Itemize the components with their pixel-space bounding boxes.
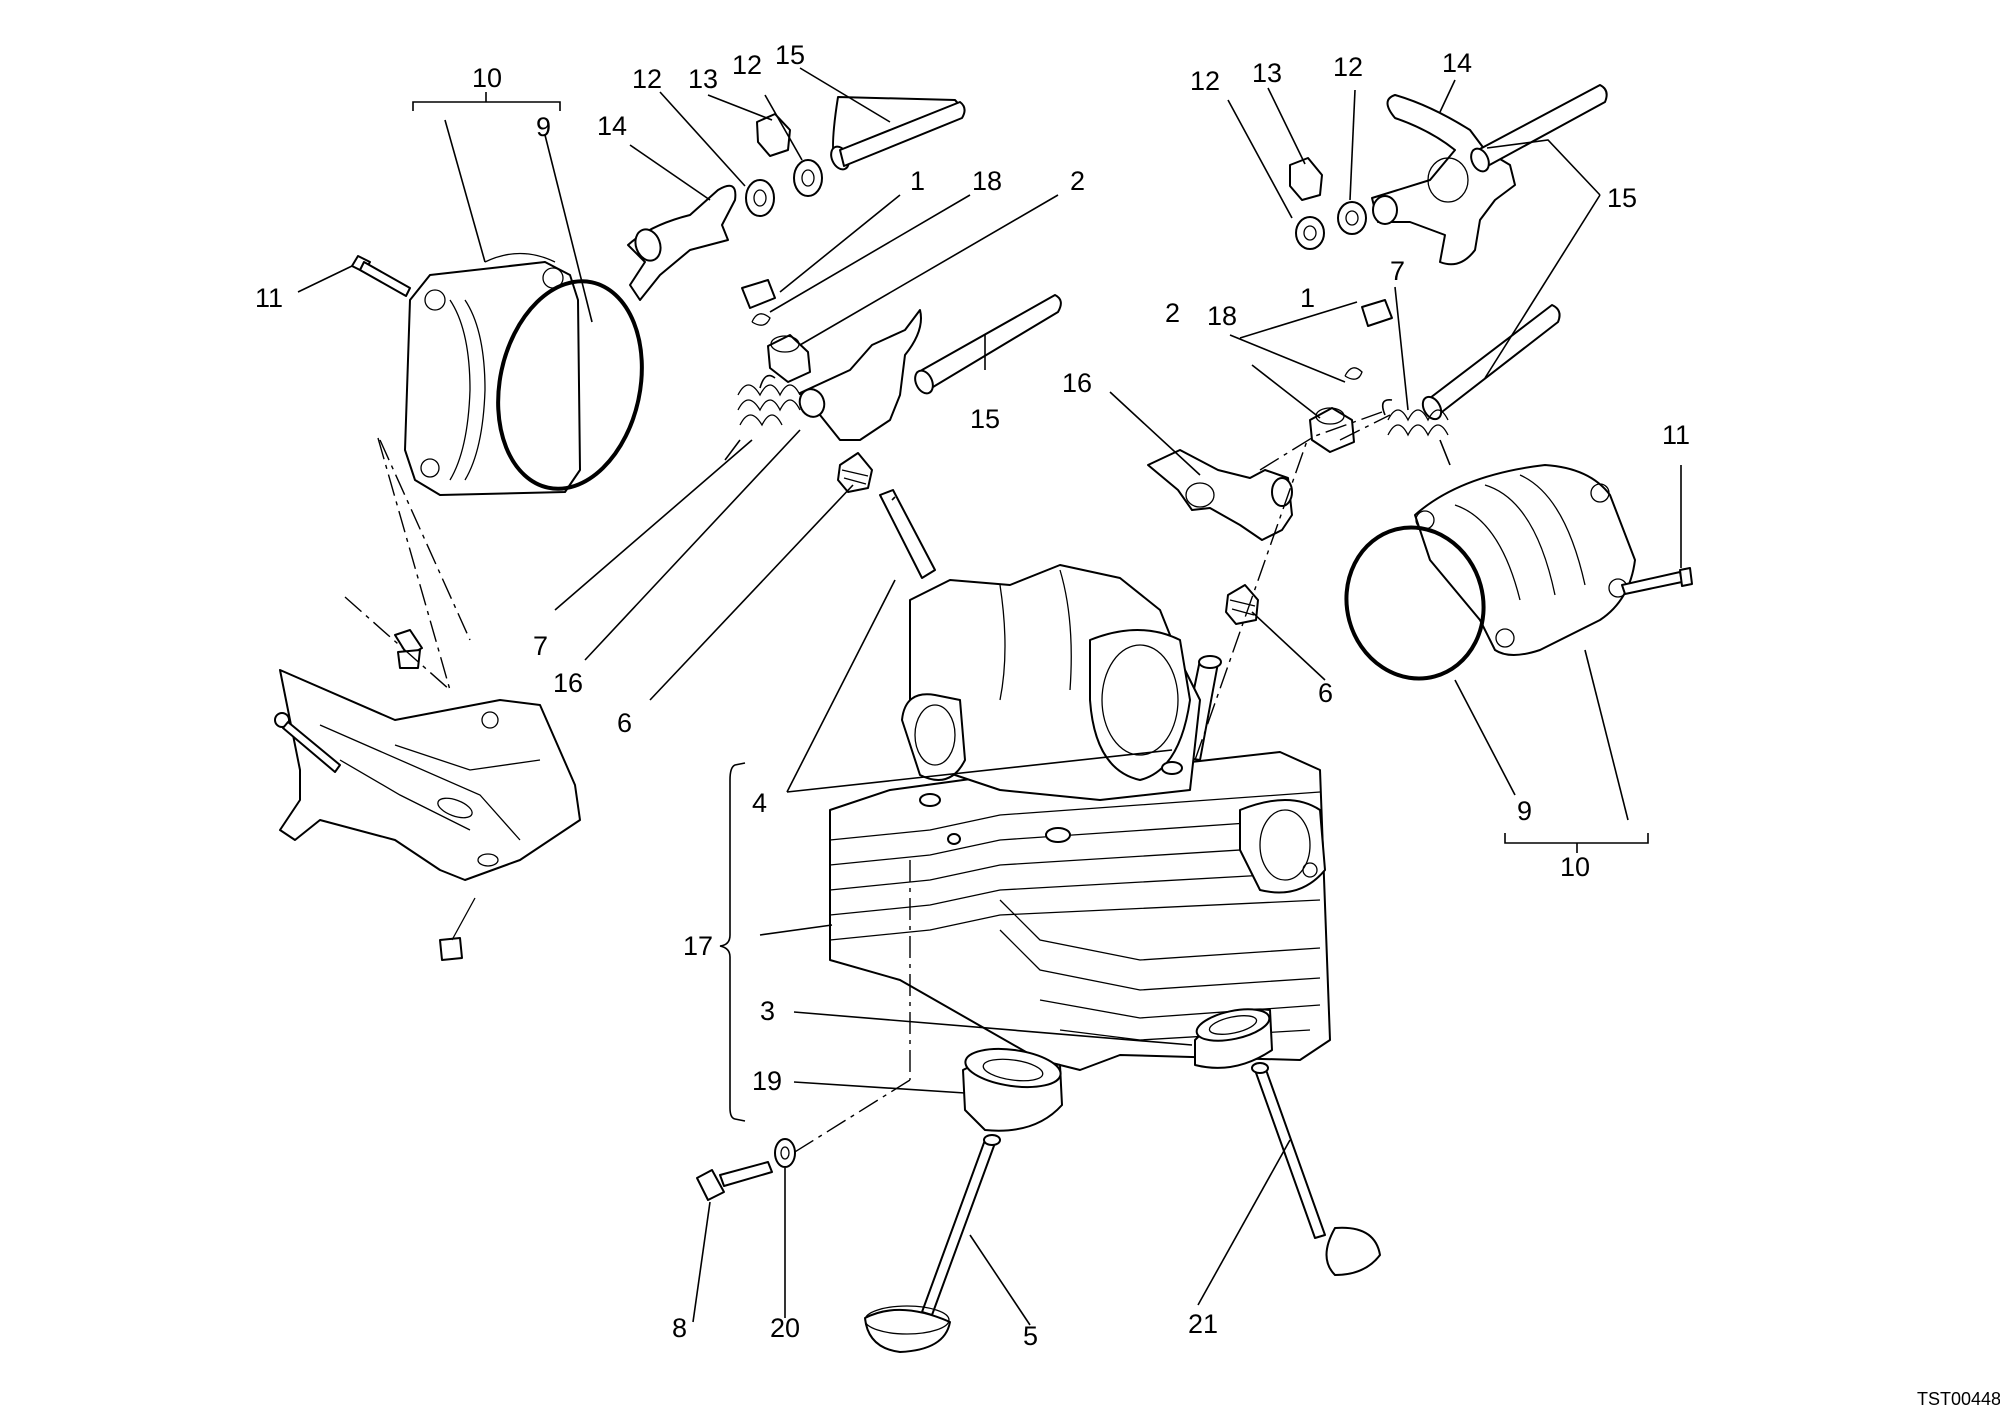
- head-bolt: [696, 1161, 773, 1201]
- callout-l-rocker-lower: 16: [553, 668, 583, 698]
- left-rocker-shaft-lower: [914, 294, 1062, 395]
- callout-r-circlip: 18: [1207, 301, 1237, 331]
- right-cover-screw: [1621, 567, 1693, 595]
- left-spring: [724, 374, 801, 461]
- left-pin: [741, 279, 776, 309]
- callout-seats: 4: [752, 788, 767, 818]
- right-rocker-shaft-lower: [1421, 304, 1561, 421]
- callout-seal-right: 3: [760, 996, 775, 1026]
- callout-r-cover-screw: 11: [1662, 420, 1690, 450]
- callout-right-cover: 10: [1560, 852, 1590, 882]
- callout-r-shaft: 15: [1607, 183, 1637, 213]
- left-shim-a: [745, 179, 775, 217]
- callout-head: 17: [683, 931, 713, 961]
- right-circlip: [1344, 367, 1363, 380]
- callout-l-shaft-top: 15: [775, 40, 805, 70]
- right-pin: [1361, 299, 1393, 327]
- callout-bolt: 8: [672, 1313, 687, 1343]
- callout-l-shim-a: 12: [632, 64, 662, 94]
- left-shim-b: [793, 159, 823, 197]
- callout-seal-left: 19: [752, 1066, 782, 1096]
- callout-r-guide: 6: [1318, 678, 1333, 708]
- callout-l-cap: 2: [1070, 166, 1085, 196]
- callout-r-cap: 2: [1165, 298, 1180, 328]
- right-cam-cover: [1414, 464, 1636, 656]
- callout-l-circlip: 18: [972, 166, 1002, 196]
- callout-l-cotter: 13: [688, 64, 718, 94]
- callout-l-shim-b: 12: [732, 50, 762, 80]
- callout-washer: 20: [770, 1313, 800, 1343]
- callout-l-spring: 7: [533, 631, 548, 661]
- callout-r-pin: 1: [1300, 283, 1315, 313]
- right-spring: [1381, 398, 1451, 466]
- callout-valve-exhaust: 21: [1188, 1309, 1218, 1339]
- left-valve-guide-seal: [837, 452, 873, 493]
- callout-l-guide: 6: [617, 708, 632, 738]
- callout-l-pin: 1: [910, 166, 925, 196]
- right-shim-b: [1337, 201, 1367, 235]
- right-valve-guide-seal: [1225, 584, 1259, 625]
- callout-left-cover: 10: [472, 63, 502, 93]
- valve-seal-left: [962, 1047, 1063, 1132]
- left-chain-guard: [279, 669, 581, 881]
- drawing-code: TST00448: [1917, 1389, 2000, 1409]
- left-rocker-lower: [798, 309, 922, 441]
- callout-r-shim-a: 12: [1190, 66, 1220, 96]
- callout-left-oring: 9: [536, 112, 551, 142]
- exhaust-valve: [1251, 1062, 1381, 1276]
- intake-valve: [864, 1134, 1001, 1353]
- cylinder-head: [829, 564, 1331, 1071]
- callout-r-rocker-lower: 16: [1062, 368, 1092, 398]
- callout-r-cotter: 13: [1252, 58, 1282, 88]
- right-rocker-upper: [1371, 94, 1516, 266]
- left-cover-oring: [496, 279, 644, 491]
- right-cotter: [1289, 157, 1323, 201]
- callout-valve-intake: 5: [1023, 1321, 1038, 1351]
- left-cam-cover: [404, 252, 581, 496]
- callout-left-screw: 11: [255, 283, 283, 313]
- right-cover-oring: [1344, 525, 1486, 681]
- callout-r-oring: 9: [1517, 796, 1532, 826]
- left-cover-screw: [351, 255, 411, 297]
- callout-r-rocker-upper: 14: [1442, 48, 1472, 78]
- left-cap: [767, 334, 811, 383]
- left-circlip: [751, 313, 771, 326]
- callout-r-shim-b: 12: [1333, 52, 1363, 82]
- left-rocker-upper: [627, 184, 737, 301]
- head-washer: [774, 1138, 796, 1168]
- left-guard-bolt: [274, 712, 341, 773]
- left-guard-drain: [439, 897, 476, 961]
- valve-seal-right: [1194, 1008, 1273, 1069]
- left-valve-guide: [879, 489, 936, 579]
- callout-l-rocker-upper: 14: [597, 111, 627, 141]
- callout-l-shaft-lower: 15: [970, 404, 1000, 434]
- left-cotter: [756, 113, 791, 157]
- right-shim-a: [1295, 216, 1325, 250]
- callout-r-spring: 7: [1390, 256, 1405, 286]
- left-rocker-shaft-upper: [830, 96, 966, 171]
- right-rocker-shaft-upper: [1470, 84, 1608, 173]
